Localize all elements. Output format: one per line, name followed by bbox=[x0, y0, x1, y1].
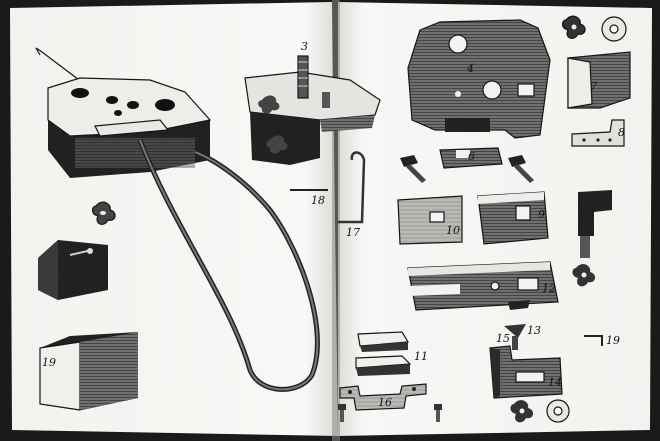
part-6-slide bbox=[439, 147, 503, 169]
screw-bottom-left bbox=[338, 404, 346, 422]
label-7: 7 bbox=[590, 80, 597, 93]
cable-loop-highlight bbox=[139, 139, 319, 391]
part-14-bracket bbox=[489, 345, 563, 399]
hole-5 bbox=[114, 110, 122, 116]
star-nut-left bbox=[91, 201, 116, 225]
screw-left bbox=[400, 155, 426, 183]
label-9: 9 bbox=[538, 208, 545, 221]
label-19-right: 19 bbox=[606, 334, 620, 347]
hole-3 bbox=[127, 101, 139, 109]
label-18: 18 bbox=[311, 194, 325, 207]
screw-right bbox=[508, 155, 534, 183]
part-11-pieces bbox=[355, 331, 412, 376]
part-16-bent-strip bbox=[339, 383, 427, 411]
label-11: 11 bbox=[414, 350, 428, 363]
part-4-plate bbox=[407, 19, 551, 139]
part-17-bent-wire bbox=[338, 151, 366, 224]
screw-block bbox=[38, 240, 108, 300]
part-8-strip bbox=[571, 119, 625, 147]
label-10: 10 bbox=[446, 224, 460, 237]
label-17: 17 bbox=[346, 226, 360, 239]
star-nut-top bbox=[561, 15, 586, 39]
label-8: 8 bbox=[618, 126, 625, 139]
part-3-mechanism bbox=[244, 55, 381, 165]
screw-bottom-mid bbox=[434, 404, 442, 422]
label-3: 3 bbox=[301, 40, 308, 53]
label-14: 14 bbox=[548, 376, 562, 389]
wire-hook bbox=[35, 47, 96, 93]
star-nut-bottom bbox=[510, 400, 534, 423]
label-16: 16 bbox=[378, 396, 392, 409]
label-6: 6 bbox=[468, 150, 475, 163]
star-nut-mid bbox=[572, 264, 596, 287]
page-gutter bbox=[332, 0, 340, 441]
part-10-plate bbox=[397, 195, 463, 245]
part-9-block bbox=[477, 191, 549, 245]
label-13: 13 bbox=[527, 324, 541, 337]
label-15: 15 bbox=[496, 332, 510, 345]
part-7-bracket bbox=[567, 51, 631, 109]
hole-1 bbox=[71, 88, 89, 98]
label-12: 12 bbox=[542, 282, 556, 295]
part-12-slide bbox=[407, 261, 559, 311]
l-bracket-right bbox=[578, 190, 612, 258]
washer-bottom bbox=[546, 399, 570, 423]
label-19-left: 19 bbox=[42, 356, 56, 369]
label-4: 4 bbox=[466, 62, 474, 75]
washer-top bbox=[601, 16, 627, 42]
hole-2 bbox=[106, 96, 118, 104]
hole-4 bbox=[155, 99, 175, 111]
part-19-block bbox=[39, 332, 138, 411]
part-13-screw bbox=[504, 324, 526, 350]
main-plate-block bbox=[47, 77, 212, 178]
part-19-bar-right bbox=[584, 335, 603, 346]
